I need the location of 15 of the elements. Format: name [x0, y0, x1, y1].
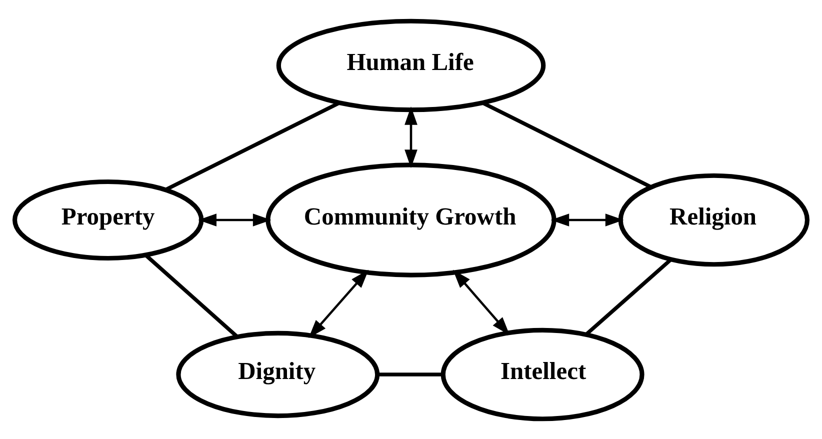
- node-ellipse: Property: [12, 178, 204, 260]
- connector: [378, 372, 443, 376]
- arrow: [550, 213, 624, 226]
- node-ellipse: Community Growth: [266, 162, 556, 277]
- connector: [585, 258, 672, 336]
- node-ellipse: Religion: [618, 172, 810, 266]
- connector: [482, 100, 652, 188]
- connector: [164, 100, 340, 191]
- arrow: [404, 106, 418, 168]
- node-ellipse: Dignity: [176, 330, 380, 418]
- node-ellipse: Intellect: [440, 327, 644, 421]
- arrow: [198, 213, 272, 226]
- arrow: [452, 269, 510, 335]
- node-ellipse: Human Life: [276, 18, 546, 112]
- arrow: [308, 269, 369, 338]
